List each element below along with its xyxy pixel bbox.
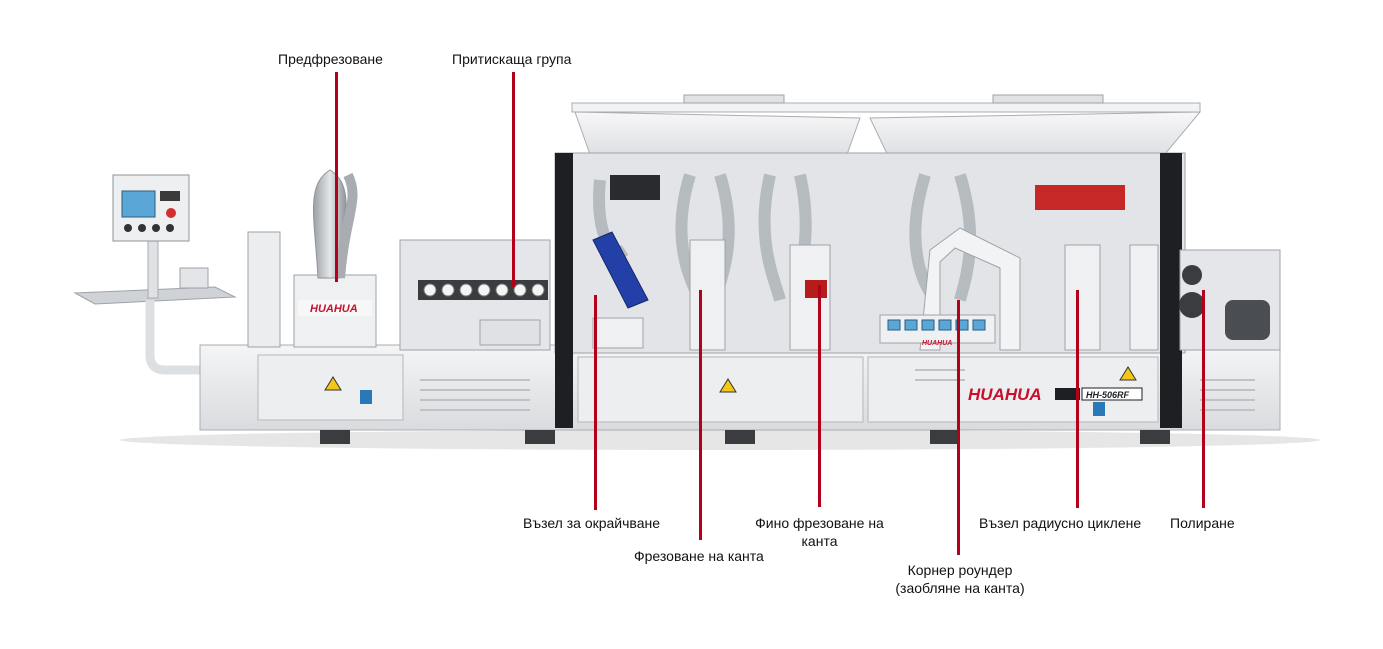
leader-corner-rounder bbox=[957, 300, 960, 555]
lower-cabinet bbox=[199, 344, 1281, 431]
pre-milling-unit bbox=[247, 169, 377, 348]
callout-radius-scraping: Възел радиусно циклене bbox=[979, 515, 1142, 531]
logo-text-small-2: HUAHUA bbox=[922, 340, 952, 347]
callout-pressure-group: Притискаща група bbox=[452, 51, 572, 67]
callout-edge-milling: Фрезоване на канта bbox=[634, 548, 764, 564]
floor-shadow bbox=[120, 430, 1320, 450]
end-trimming-unit bbox=[592, 231, 649, 349]
leader-pre-milling bbox=[335, 72, 338, 282]
polishing-unit bbox=[1179, 249, 1281, 351]
logo-text-small: HUAHUA bbox=[310, 303, 358, 315]
leader-polishing bbox=[1202, 290, 1205, 508]
logo-text: HUAHUA bbox=[968, 385, 1042, 404]
callout-polishing: Полиране bbox=[1170, 515, 1235, 531]
leader-end-trimming bbox=[594, 295, 597, 510]
callout-fine-milling: Фино фрезоване на канта bbox=[755, 515, 884, 549]
leader-edge-milling bbox=[699, 290, 702, 540]
callout-end-trimming: Възел за окрайчване bbox=[523, 515, 661, 531]
leader-radius-scraping bbox=[1076, 290, 1079, 508]
pressure-group-unit bbox=[399, 239, 551, 351]
leader-fine-milling bbox=[818, 285, 821, 507]
machine-feet bbox=[320, 430, 1170, 444]
leader-pressure-group bbox=[512, 72, 515, 287]
control-panel bbox=[112, 174, 190, 299]
milling-modules bbox=[689, 227, 1159, 351]
callout-corner-rounder: Корнер роундер (заобляне на канта) bbox=[895, 562, 1025, 596]
brand-logo: HUAHUA HH-506RF HUAHUA HUAHUA bbox=[310, 303, 1143, 404]
model-text: HH-506RF bbox=[1086, 390, 1130, 400]
top-cover bbox=[571, 94, 1202, 161]
callout-pre-milling: Предфрезоване bbox=[278, 51, 383, 67]
